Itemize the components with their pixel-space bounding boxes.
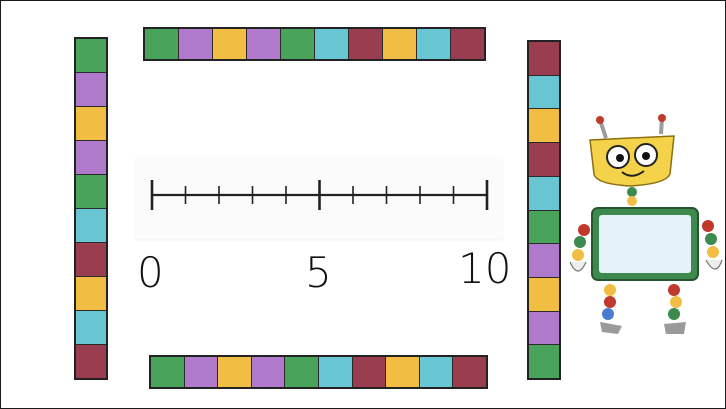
bottom-strip-square-maroon — [353, 357, 387, 387]
right-strip-square-yellow — [529, 109, 559, 143]
right-strip-square-teal — [529, 177, 559, 211]
bottom-color-strip — [149, 355, 488, 389]
left-strip-square-green — [76, 39, 106, 73]
right-strip-square-green — [529, 345, 559, 378]
left-strip-square-yellow — [76, 277, 106, 311]
bottom-strip-square-green — [151, 357, 185, 387]
bottom-strip-square-teal — [420, 357, 454, 387]
number-line — [140, 170, 500, 220]
top-color-strip — [143, 27, 486, 61]
top-strip-square-teal — [315, 29, 349, 59]
number-label-5: 5 — [305, 252, 332, 294]
bottom-strip-square-purple — [252, 357, 286, 387]
left-strip-square-yellow — [76, 107, 106, 141]
number-label-0: 0 — [137, 252, 164, 294]
right-strip-square-teal — [529, 76, 559, 110]
right-strip-square-purple — [529, 312, 559, 346]
number-label-10: 10 — [458, 248, 511, 290]
bottom-strip-square-maroon — [453, 357, 486, 387]
left-strip-square-teal — [76, 209, 106, 243]
top-strip-square-maroon — [451, 29, 484, 59]
right-strip-square-green — [529, 211, 559, 245]
bottom-strip-square-teal — [319, 357, 353, 387]
right-strip-square-maroon — [529, 143, 559, 177]
robot-mascot-icon — [566, 112, 724, 340]
bottom-strip-square-yellow — [386, 357, 420, 387]
left-strip-square-purple — [76, 141, 106, 175]
top-strip-square-purple — [247, 29, 281, 59]
left-strip-square-green — [76, 175, 106, 209]
bottom-strip-square-yellow — [218, 357, 252, 387]
left-strip-square-maroon — [76, 345, 106, 378]
left-color-strip — [74, 37, 108, 380]
top-strip-square-maroon — [349, 29, 383, 59]
top-strip-square-yellow — [383, 29, 417, 59]
right-strip-square-purple — [529, 244, 559, 278]
left-strip-square-maroon — [76, 243, 106, 277]
left-strip-square-teal — [76, 311, 106, 345]
bottom-strip-square-green — [285, 357, 319, 387]
right-color-strip — [527, 40, 561, 380]
top-strip-square-teal — [417, 29, 451, 59]
top-strip-square-green — [145, 29, 179, 59]
right-strip-square-yellow — [529, 278, 559, 312]
left-strip-square-purple — [76, 73, 106, 107]
top-strip-square-purple — [179, 29, 213, 59]
bottom-strip-square-purple — [185, 357, 219, 387]
right-strip-square-maroon — [529, 42, 559, 76]
top-strip-square-yellow — [213, 29, 247, 59]
top-strip-square-green — [281, 29, 315, 59]
